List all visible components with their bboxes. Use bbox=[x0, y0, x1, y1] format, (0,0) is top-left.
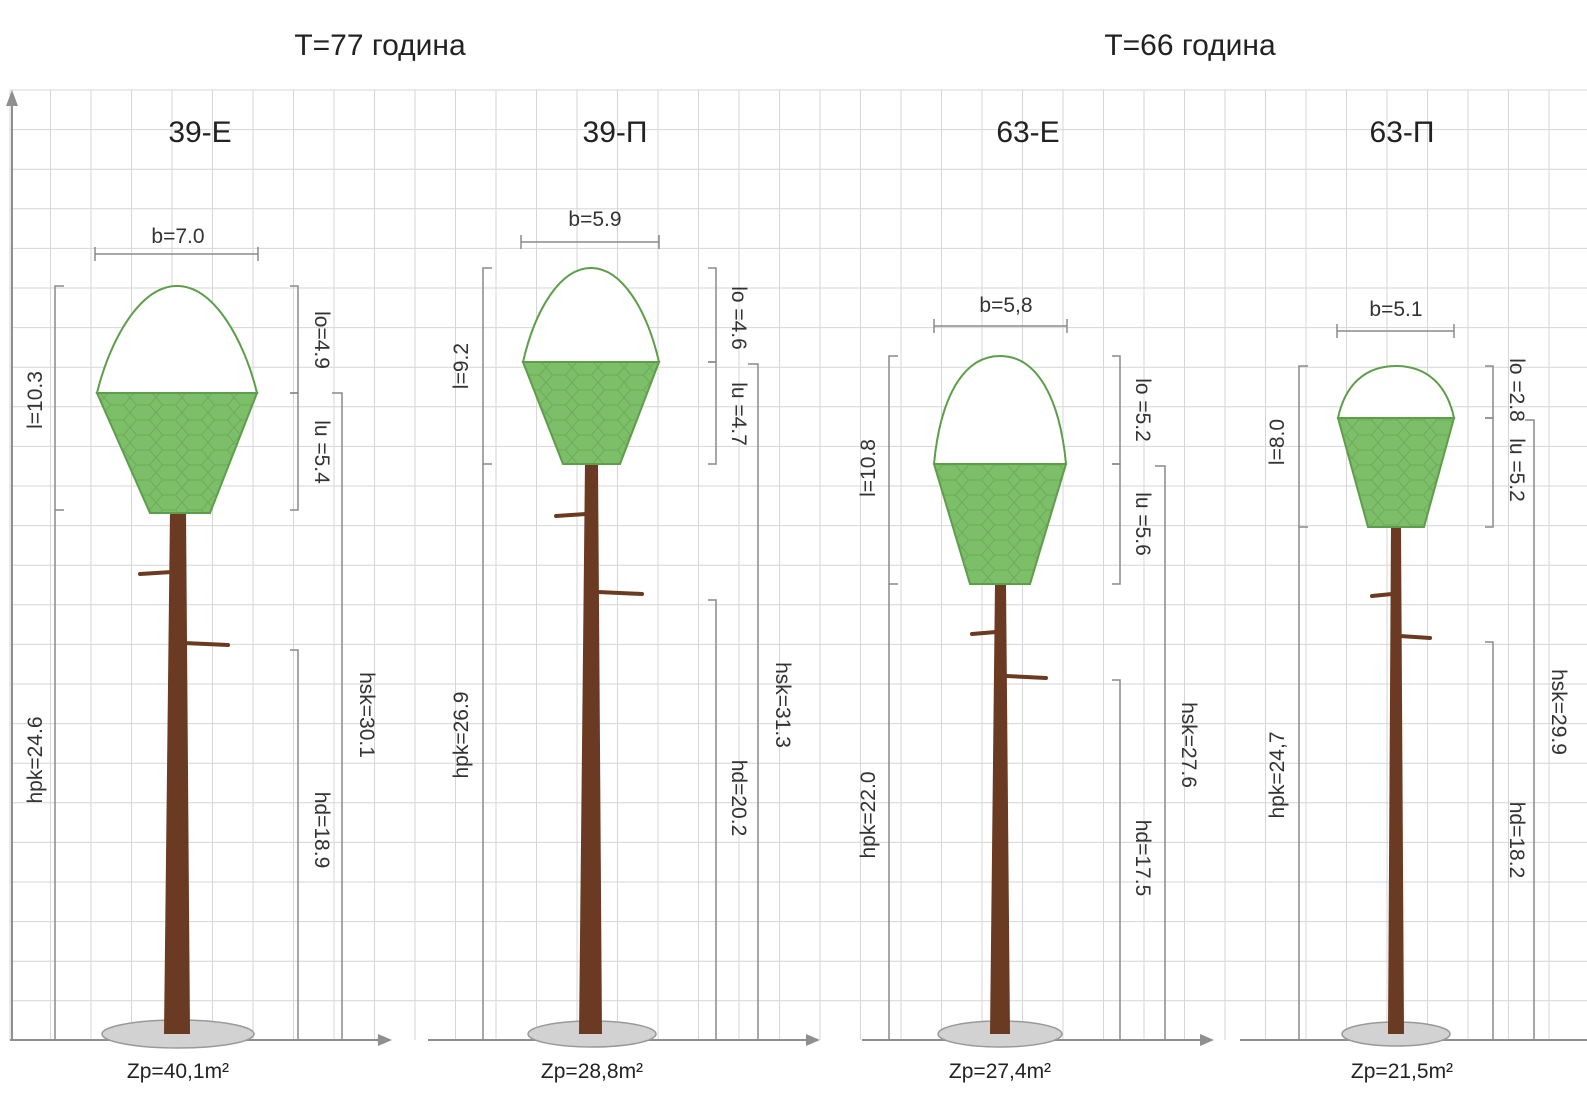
trunk bbox=[579, 462, 602, 1034]
crown-lower-length-label: lu =5.4 bbox=[310, 420, 333, 484]
tree-title: 63-П bbox=[1370, 116, 1435, 149]
crown-base-height-label: hpk=24.6 bbox=[24, 717, 47, 804]
branch bbox=[182, 641, 230, 647]
trunk bbox=[990, 583, 1010, 1034]
diameter-height-label: hd=18.9 bbox=[310, 792, 333, 869]
crown-upper bbox=[1336, 364, 1456, 419]
branch bbox=[970, 630, 998, 636]
crown-center-height-label: hsk=29.9 bbox=[1547, 669, 1570, 755]
branch bbox=[138, 570, 174, 576]
crown-length-label: l=10.8 bbox=[857, 439, 880, 497]
trunk bbox=[164, 510, 190, 1034]
tree-63-e: 63-Е b=5,8 l=10.8 hpk=22.0 lo =5.2 lu =5… bbox=[857, 116, 1200, 1083]
crown-upper bbox=[932, 354, 1068, 465]
period-title-77: T=77 година bbox=[294, 29, 466, 62]
crown-base-height-label: hpk=22.0 bbox=[857, 772, 880, 859]
diameter-height-label: hd=17.5 bbox=[1131, 820, 1154, 897]
crown-base-height-label: hpk=24,7 bbox=[1266, 732, 1289, 819]
background-grid bbox=[9, 89, 1587, 1040]
crown-upper bbox=[95, 284, 259, 394]
tree-39-p: 39-П b=5.9 l=9.2 hpk=26.9 lo =4.6 lu =4.… bbox=[450, 116, 794, 1083]
tree-title: 39-П bbox=[583, 116, 648, 149]
crown-lower-length-label: lu =5.2 bbox=[1505, 438, 1528, 502]
crown-length-label: l=9.2 bbox=[450, 343, 473, 389]
crown-upper bbox=[521, 266, 661, 363]
crown-center-height-label: hsk=30.1 bbox=[355, 672, 378, 758]
tree-title: 63-Е bbox=[996, 116, 1059, 149]
crown-lower-length-label: lu =4.7 bbox=[727, 382, 750, 446]
crown-length-label: l=10.3 bbox=[24, 371, 47, 429]
growth-area-label: Zp=28,8m² bbox=[541, 1060, 643, 1083]
branch bbox=[554, 512, 588, 518]
tree-39-e: 39-Е b=7.0 l=10.3 hpk=24.6 lo=4.9 lu =5.… bbox=[24, 116, 378, 1083]
tree-title: 39-Е bbox=[168, 116, 231, 149]
crown-width-label: b=5.1 bbox=[1369, 298, 1422, 321]
branch bbox=[1004, 674, 1048, 680]
branch bbox=[1398, 634, 1432, 640]
crown-upper-length-label: lo =4.6 bbox=[727, 286, 750, 350]
crown-base-height-label: hpk=26.9 bbox=[450, 692, 473, 779]
trunk bbox=[1388, 526, 1404, 1034]
crown-center-height-label: hsk=27.6 bbox=[1177, 702, 1200, 788]
diameter-height-label: hd=20.2 bbox=[727, 760, 750, 837]
crown-lower-length-label: lu =5.6 bbox=[1131, 492, 1154, 556]
crown-width-label: b=5,8 bbox=[979, 294, 1032, 317]
crown-upper-length-label: lo =2.8 bbox=[1505, 358, 1528, 422]
crown-width-label: b=7.0 bbox=[151, 225, 204, 248]
crown-upper-length-label: lo =5.2 bbox=[1131, 378, 1154, 442]
branch bbox=[1370, 592, 1394, 598]
growth-area-label: Zp=21,5m² bbox=[1351, 1060, 1453, 1083]
growth-area-label: Zp=27,4m² bbox=[949, 1060, 1051, 1083]
diameter-height-label: hd=18.2 bbox=[1505, 802, 1528, 879]
crown-length-label: l=8.0 bbox=[1266, 419, 1289, 465]
crown-upper-length-label: lo=4.9 bbox=[310, 311, 333, 369]
period-title-66: T=66 година bbox=[1104, 29, 1276, 62]
branch bbox=[596, 590, 644, 596]
tree-63-p: 63-П b=5.1 l=8.0 hpk=24,7 lo =2.8 lu =5.… bbox=[1266, 116, 1570, 1083]
growth-area-label: Zp=40,1m² bbox=[127, 1060, 229, 1083]
crown-width-label: b=5.9 bbox=[568, 208, 621, 231]
crown-center-height-label: hsk=31.3 bbox=[771, 662, 794, 748]
